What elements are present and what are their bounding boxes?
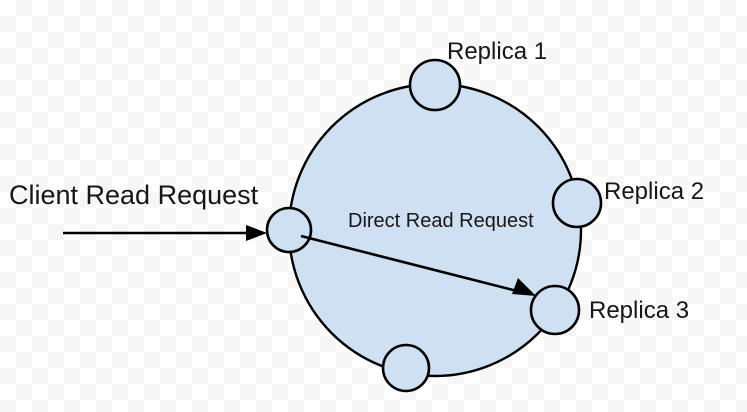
coordinator-node[interactable]	[265, 206, 313, 254]
client-read-arrow-head	[246, 225, 267, 241]
client-read-request-label: Client Read Request	[9, 180, 259, 210]
direct-read-request-label: Direct Read Request	[348, 210, 534, 232]
replica-3-label: Replica 3	[589, 297, 690, 324]
direct-read-arrow-head	[512, 278, 536, 296]
replica-2-label: Replica 2	[604, 178, 705, 205]
replica-2-node[interactable]	[551, 177, 603, 229]
replica-1-node[interactable]	[408, 58, 462, 112]
direct-read-arrow	[300, 234, 536, 296]
direct-read-arrow-line	[300, 234, 522, 294]
client-read-arrow	[63, 225, 267, 241]
replica-3-node[interactable]	[529, 284, 581, 336]
unlabeled-bottom-node[interactable]	[381, 343, 431, 393]
replica-1-label: Replica 1	[447, 38, 548, 65]
